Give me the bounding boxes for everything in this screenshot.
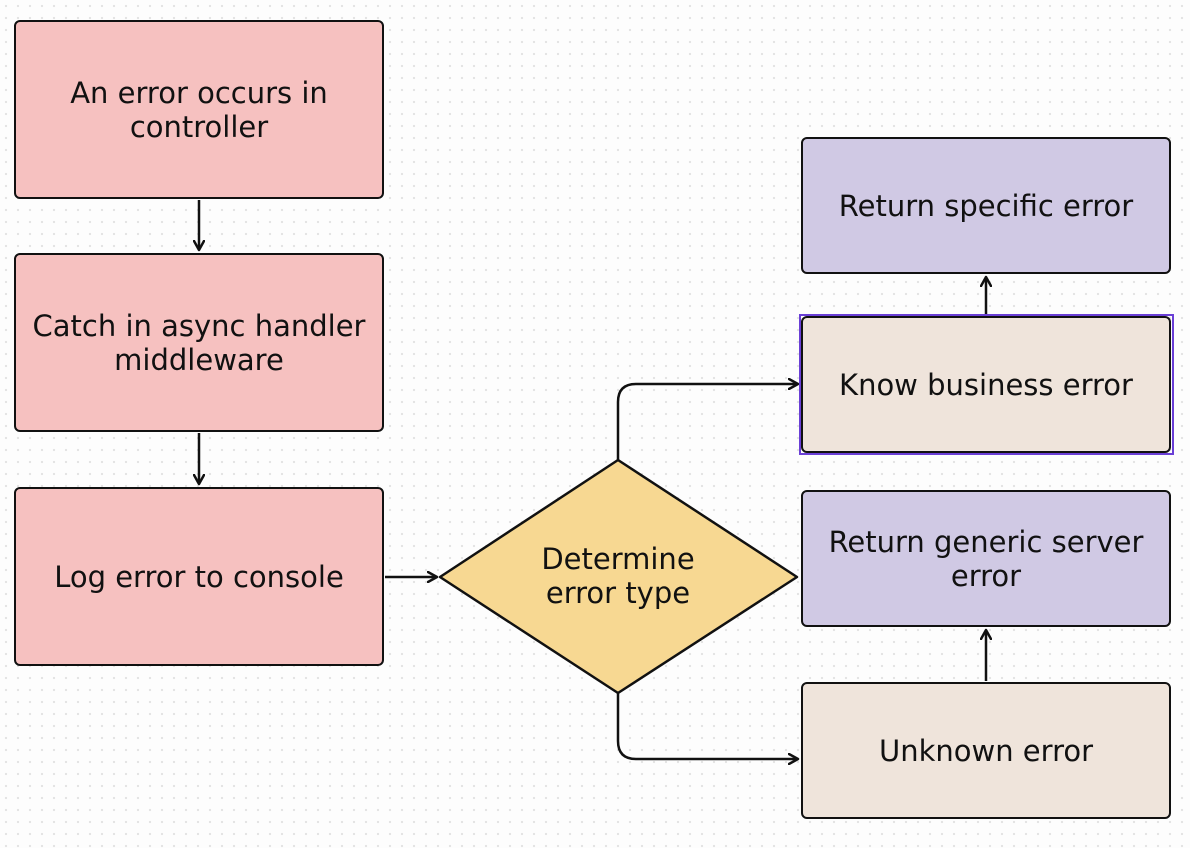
node-catch-middleware-label: Catch in async handler middleware bbox=[32, 308, 366, 377]
node-catch-middleware[interactable]: Catch in async handler middleware bbox=[14, 253, 384, 432]
edge-decision-to-business bbox=[616, 384, 798, 460]
node-unknown-error-label: Unknown error bbox=[878, 733, 1094, 768]
node-known-business[interactable]: Know business error bbox=[801, 316, 1171, 453]
node-return-generic-label: Return generic server error bbox=[828, 524, 1144, 593]
edge-decision-to-unknown bbox=[616, 693, 798, 759]
node-return-specific[interactable]: Return specific error bbox=[801, 137, 1171, 274]
node-error-occurs[interactable]: An error occurs in controller bbox=[14, 20, 384, 199]
node-known-business-label: Know business error bbox=[839, 367, 1133, 402]
node-unknown-error[interactable]: Unknown error bbox=[801, 682, 1171, 819]
decision-label-text: Determine error type bbox=[541, 542, 695, 610]
node-error-occurs-label: An error occurs in controller bbox=[70, 75, 328, 144]
node-return-specific-label: Return specific error bbox=[838, 188, 1134, 223]
node-return-generic[interactable]: Return generic server error bbox=[801, 490, 1171, 627]
node-log-console-label: Log error to console bbox=[54, 559, 344, 594]
node-log-console[interactable]: Log error to console bbox=[14, 487, 384, 666]
decision-label: Determine error type bbox=[470, 540, 766, 612]
